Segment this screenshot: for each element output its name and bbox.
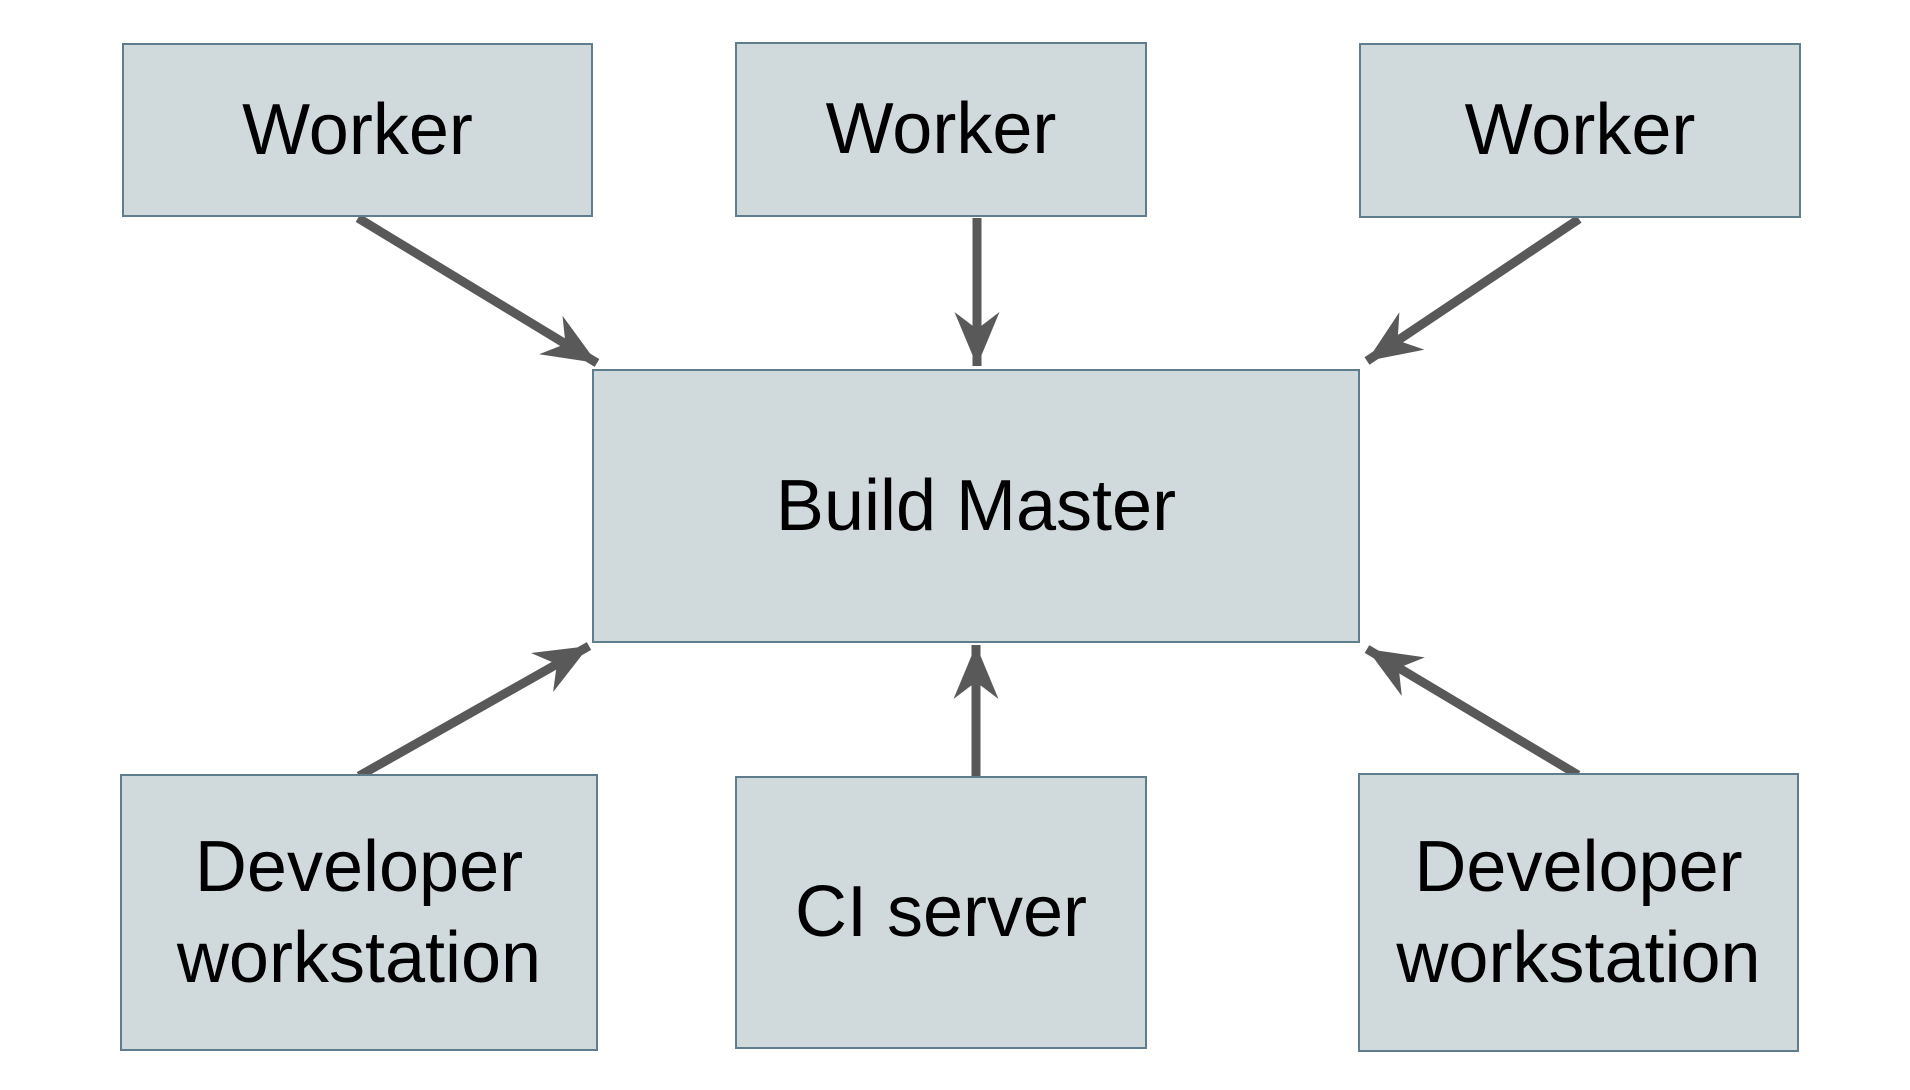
node-label: Developer workstation: [176, 826, 542, 998]
node-worker-top-right: Worker: [1359, 43, 1801, 218]
node-label: Developer workstation: [1396, 826, 1761, 998]
arrow-worker-left-to-build-master: [355, 214, 600, 367]
node-build-master: Build Master: [592, 369, 1360, 643]
arrow-worker-right-to-build-master: [1364, 215, 1582, 365]
node-worker-top-left: Worker: [122, 43, 593, 217]
node-label: Build Master: [775, 465, 1177, 546]
node-label: CI server: [794, 872, 1088, 953]
node-developer-workstation-right: Developer workstation: [1358, 773, 1799, 1052]
node-ci-server: CI server: [735, 776, 1147, 1049]
arrow-dev-right-to-build-master: [1364, 645, 1581, 779]
node-label: Worker: [825, 89, 1057, 170]
node-developer-workstation-left: Developer workstation: [120, 774, 598, 1051]
node-label: Worker: [242, 89, 473, 170]
node-worker-top-center: Worker: [735, 42, 1147, 217]
arrow-dev-left-to-build-master: [356, 642, 592, 780]
node-label: Worker: [1464, 90, 1696, 171]
